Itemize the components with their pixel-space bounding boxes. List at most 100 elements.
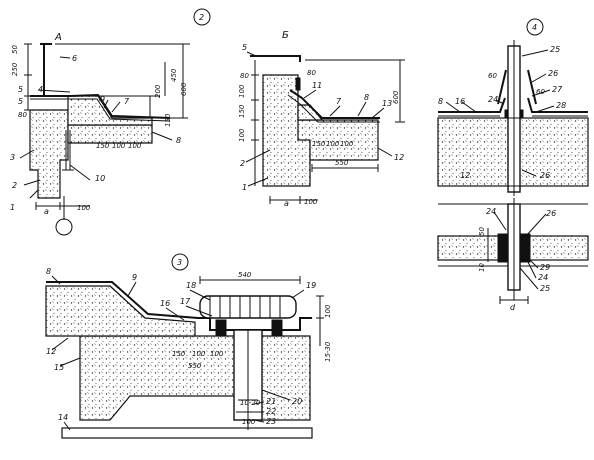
callout-26c: 26 <box>546 209 556 218</box>
callout-24c: 24 <box>538 273 548 282</box>
callout-1b: 1 <box>242 183 247 192</box>
dim-50: 50 <box>11 45 19 54</box>
dim-450: 450 <box>170 68 178 82</box>
view-4: 4 25 26 27 28 24 8 16 12 26 60 60 24 26 … <box>437 18 589 312</box>
dim-100-g: 100 <box>340 140 354 148</box>
dim-150-e: 150 <box>172 350 186 358</box>
dim-80-b: 80 <box>240 72 249 80</box>
dim-150-b: 150 <box>96 142 110 150</box>
dim-100-c: 100 <box>77 204 91 212</box>
callout-8d: 8 <box>46 267 51 276</box>
dim-540: 540 <box>238 271 252 279</box>
callout-15: 15 <box>54 363 64 372</box>
dim-60-b: 60 <box>536 88 545 96</box>
dim-550-a: 550 <box>335 159 349 167</box>
roof-slab-a <box>67 124 153 144</box>
callout-25b: 25 <box>540 284 550 293</box>
dim-100-a: 100 <box>112 142 126 150</box>
callout-2: 2 <box>12 181 17 190</box>
callout-9: 9 <box>100 95 105 104</box>
dim-100-f: 100 <box>326 140 340 148</box>
callout-18: 18 <box>186 281 196 290</box>
dim-10: 10 <box>478 263 486 272</box>
callout-28: 28 <box>556 101 566 110</box>
apron-a <box>40 43 52 96</box>
dim-150-a: 150 <box>164 113 172 127</box>
callout-10: 10 <box>95 174 105 183</box>
dim-100-h: 100 <box>304 198 318 206</box>
callout-12a: 12 <box>394 153 404 162</box>
gutter-a <box>65 130 71 170</box>
callout-23: 23 <box>266 417 276 426</box>
insulation-b <box>297 104 324 121</box>
dim-a-2: a <box>284 199 289 208</box>
callout-8: 8 <box>176 136 181 145</box>
callout-19: 19 <box>306 281 316 290</box>
callout-8c: 8 <box>438 97 443 106</box>
callout-16: 16 <box>455 97 465 106</box>
callout-2b: 2 <box>240 159 245 168</box>
base-plate <box>61 427 313 439</box>
dim-a-1: a <box>44 207 49 216</box>
callout-26b: 26 <box>540 171 550 180</box>
view-3: 3 540 100 15-30 150 100 100 550 10-20 10… <box>45 253 332 439</box>
detail-circle-4 <box>526 18 544 36</box>
callout-5b: 5 <box>18 97 23 106</box>
callout-12b: 12 <box>460 171 470 180</box>
dim-150-d: 150 <box>312 140 326 148</box>
dim-100-b: 100 <box>128 142 142 150</box>
dim-100-d: 100 <box>238 128 246 142</box>
callout-7: 7 <box>124 97 130 106</box>
callout-11: 11 <box>312 81 322 90</box>
dim-600-b: 600 <box>392 90 400 104</box>
view-a: 50 250 450 600 200 150 80 150 100 100 10… <box>10 8 211 236</box>
callout-29: 29 <box>540 263 550 272</box>
dim-200: 200 <box>154 84 162 98</box>
dim-550-b: 550 <box>188 362 202 370</box>
roofing-layer-a <box>30 93 171 119</box>
dim-50-b: 50 <box>478 227 486 236</box>
callout-24: 24 <box>488 95 498 104</box>
callout-14: 14 <box>58 413 68 422</box>
insulation-3 <box>45 285 196 337</box>
dim-100-k: 100 <box>210 350 224 358</box>
callout-4: 4 <box>38 85 43 94</box>
dim-250: 250 <box>11 62 19 76</box>
callout-26: 26 <box>548 69 558 78</box>
callout-24b: 24 <box>486 207 496 216</box>
callout-6: 6 <box>72 54 77 63</box>
dim-100-l: 100 <box>242 418 256 426</box>
dim-60-a: 60 <box>488 72 497 80</box>
view-label-a: А <box>54 32 62 43</box>
callout-16b: 16 <box>160 299 170 308</box>
callout-17: 17 <box>180 297 191 306</box>
dim-d: d <box>510 303 516 312</box>
dim-100-j: 100 <box>192 350 206 358</box>
callout-21: 21 <box>266 397 276 406</box>
apron-b <box>250 55 301 62</box>
axis-circle-a <box>55 218 73 236</box>
view-b: 80 100 150 100 80 600 550 150 100 100 10… <box>238 30 405 208</box>
roofing-layer-3 <box>46 281 199 319</box>
dim-10-20: 10-20 <box>240 399 261 407</box>
detail-circle-2 <box>193 8 211 26</box>
dim-80-c: 80 <box>307 69 316 77</box>
callout-1: 1 <box>10 203 15 212</box>
callout-9b: 9 <box>132 273 137 282</box>
dim-100-e: 100 <box>238 84 246 98</box>
dim-80-a: 80 <box>18 111 27 119</box>
callout-20: 20 <box>292 397 302 406</box>
detail-circle-3 <box>171 253 189 271</box>
callout-7b: 7 <box>336 97 342 106</box>
dim-150-c: 150 <box>238 104 246 118</box>
callout-3: 3 <box>10 153 15 162</box>
callout-5: 5 <box>18 85 23 94</box>
detail-label-4: 4 <box>532 23 537 32</box>
dim-100-i: 100 <box>324 304 332 318</box>
view-label-b: Б <box>282 30 289 41</box>
callout-25: 25 <box>550 45 560 54</box>
parapet-wall <box>29 109 69 199</box>
callout-22: 22 <box>266 407 276 416</box>
insulation-a <box>67 95 153 126</box>
